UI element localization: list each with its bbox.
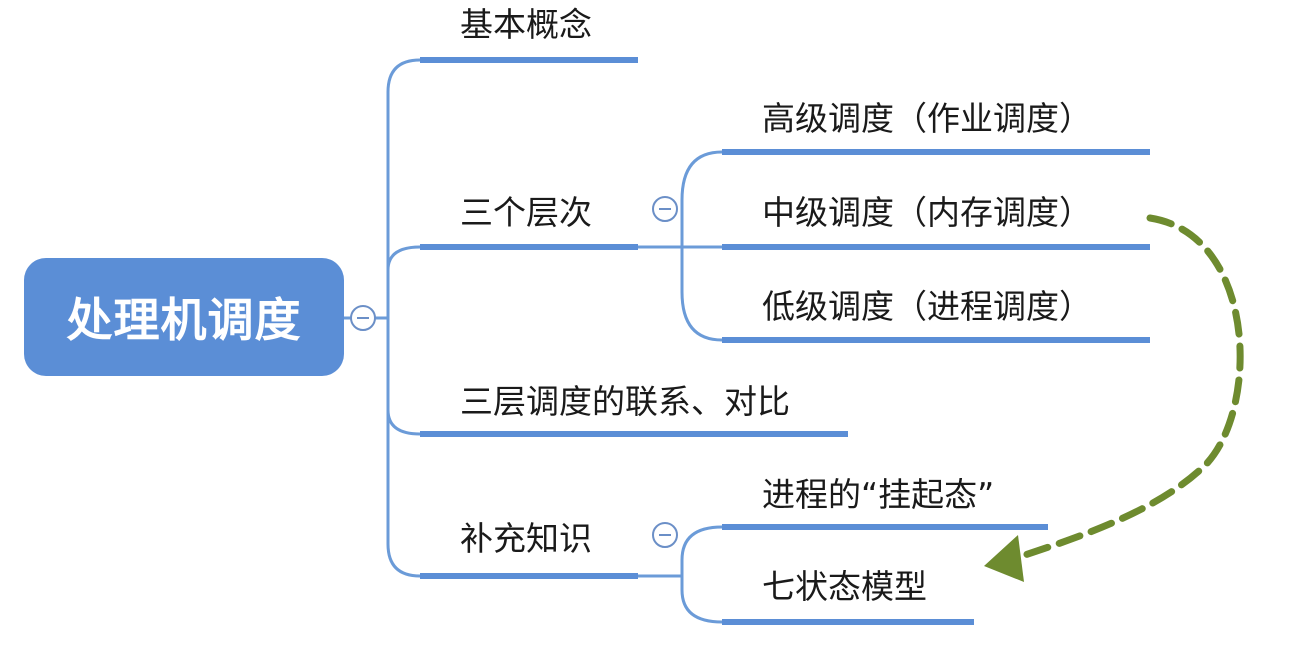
node-mid-level-scheduling[interactable]: 中级调度（内存调度）	[762, 193, 1092, 232]
root-label: 处理机调度	[66, 293, 302, 347]
node-three-levels[interactable]: 三个层次	[460, 193, 592, 232]
arrow-head-icon	[984, 535, 1024, 582]
node-seven-underline	[722, 619, 974, 625]
node-mid-underline	[722, 244, 1150, 250]
node-low-level-scheduling[interactable]: 低级调度（进程调度）	[762, 287, 1092, 326]
dashed-arrow-path	[1006, 214, 1244, 564]
main-spine-line	[386, 58, 421, 578]
branch-relation-connector	[386, 409, 421, 436]
node-low-underline	[722, 337, 1150, 343]
node-suspend-underline	[722, 524, 1048, 530]
node-seven-state-model[interactable]: 七状态模型	[762, 567, 927, 606]
node-supplement[interactable]: 补充知识	[460, 519, 592, 558]
branch-levels-connector	[386, 245, 421, 271]
node-high-underline	[722, 149, 1150, 155]
node-high-level-scheduling[interactable]: 高级调度（作业调度）	[762, 99, 1092, 138]
supplement-collapse-icon[interactable]	[652, 522, 678, 548]
root-node[interactable]: 处理机调度	[24, 258, 344, 376]
node-relation-underline	[420, 431, 848, 437]
node-basic-concepts[interactable]: 基本概念	[460, 5, 592, 44]
node-three-levels-underline	[420, 244, 638, 250]
root-collapse-icon[interactable]	[350, 305, 376, 331]
supplement-spine-line	[680, 525, 723, 624]
node-suspend-state[interactable]: 进程的“挂起态”	[762, 475, 995, 514]
node-relation-comparison[interactable]: 三层调度的联系、对比	[460, 382, 790, 421]
node-basic-underline	[420, 57, 638, 63]
node-supplement-underline	[420, 573, 638, 579]
levels-collapse-icon[interactable]	[652, 196, 678, 222]
